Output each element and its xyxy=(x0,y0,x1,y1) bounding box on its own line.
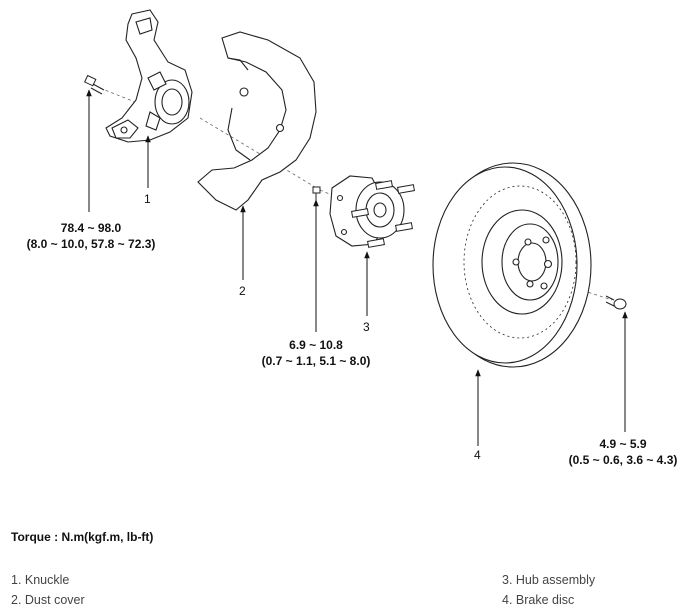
legend-right: 3. Hub assembly 4. Brake disc xyxy=(502,570,595,610)
knuckle-bolt-icon xyxy=(84,74,105,95)
torque-alt: (0.7 ~ 1.1, 5.1 ~ 8.0) xyxy=(261,354,371,368)
callout-2: 2 xyxy=(239,284,246,298)
dust-cover-icon xyxy=(197,31,317,211)
dust-cover-screw-icon xyxy=(312,186,321,200)
torque-alt: (8.0 ~ 10.0, 57.8 ~ 72.3) xyxy=(26,237,156,251)
torque-value: 4.9 ~ 5.9 xyxy=(599,437,647,451)
torque-value: 6.9 ~ 10.8 xyxy=(289,338,343,352)
torque-disc-screw: 4.9 ~ 5.9 (0.5 ~ 0.6, 3.6 ~ 4.3) xyxy=(560,436,686,468)
callout-4: 4 xyxy=(474,448,481,462)
torque-value: 78.4 ~ 98.0 xyxy=(60,221,122,235)
callout-3: 3 xyxy=(363,320,370,334)
hub-assembly-icon xyxy=(329,175,415,248)
brake-disc-icon xyxy=(432,162,592,368)
legend-left: 1. Knuckle 2. Dust cover xyxy=(11,570,85,610)
torque-units-heading: Torque : N.m(kgf.m, lb-ft) xyxy=(11,530,154,544)
knuckle-icon xyxy=(105,9,193,143)
legend-item-hub-assembly: 3. Hub assembly xyxy=(502,573,596,587)
torque-dust-cover-bolt: 6.9 ~ 10.8 (0.7 ~ 1.1, 5.1 ~ 8.0) xyxy=(250,337,382,369)
legend-item-brake-disc: 4. Brake disc xyxy=(502,593,575,607)
legend-item-dust-cover: 2. Dust cover xyxy=(11,593,85,607)
torque-knuckle-bolt: 78.4 ~ 98.0 (8.0 ~ 10.0, 57.8 ~ 72.3) xyxy=(18,220,164,252)
leader-lines xyxy=(86,89,628,446)
torque-alt: (0.5 ~ 0.6, 3.6 ~ 4.3) xyxy=(568,453,678,467)
callout-1: 1 xyxy=(144,192,151,206)
exploded-diagram xyxy=(84,9,628,446)
disc-screw-icon xyxy=(605,295,627,310)
legend-item-knuckle: 1. Knuckle xyxy=(11,573,70,587)
